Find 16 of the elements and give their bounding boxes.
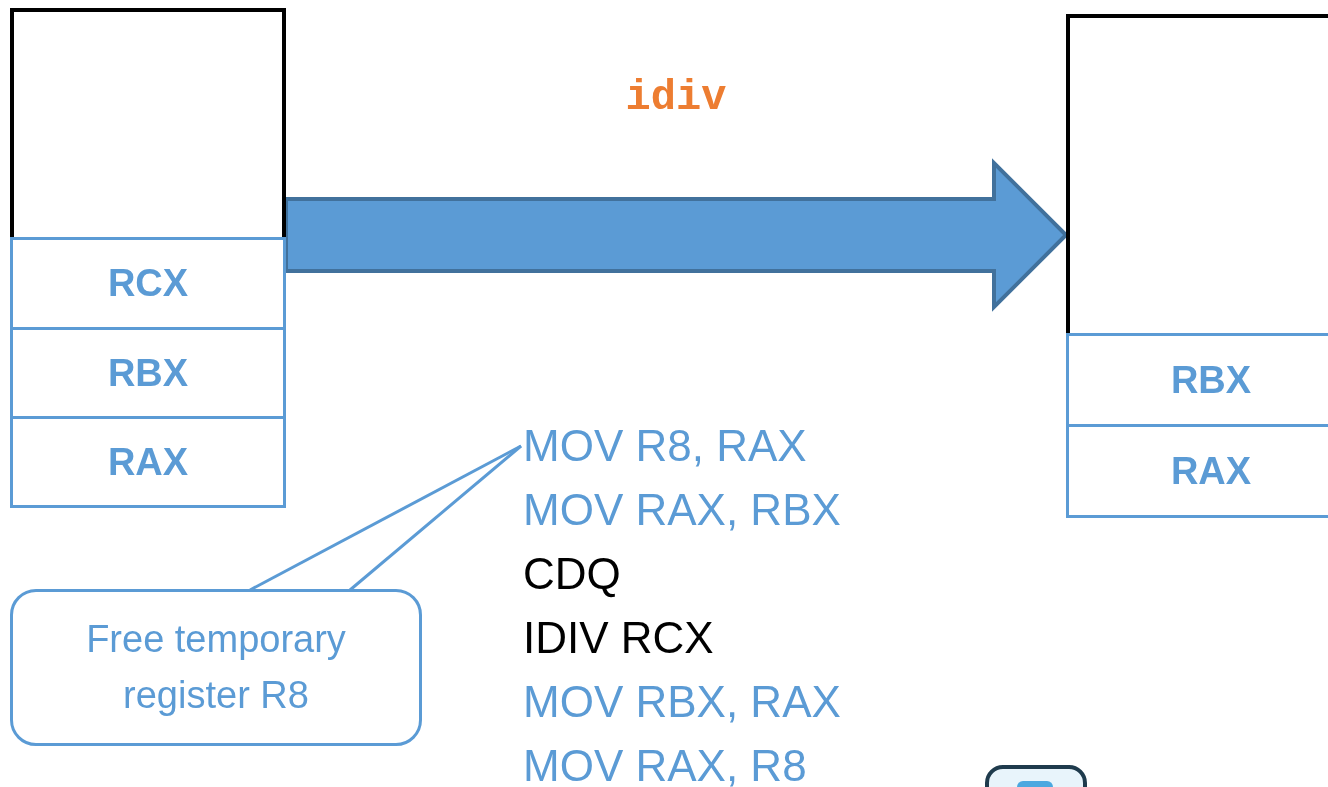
register-slot: RCX <box>10 237 286 330</box>
block-arrow <box>284 158 1069 312</box>
edge-label: idiv <box>625 74 727 122</box>
register-slot: RBX <box>10 327 286 419</box>
register-slot: RBX <box>1066 333 1328 427</box>
code-line: MOV RAX, R8 <box>523 744 807 787</box>
stack-frame <box>1066 14 1328 518</box>
register-slot: RAX <box>1066 424 1328 518</box>
code-line: CDQ <box>523 552 621 596</box>
code-line: MOV RAX, RBX <box>523 488 841 532</box>
callout-bubble: Free temporary register R8 <box>10 589 422 746</box>
code-line: MOV RBX, RAX <box>523 680 841 724</box>
code-line: IDIV RCX <box>523 616 714 660</box>
code-line: MOV R8, RAX <box>523 424 807 468</box>
register-slot: RAX <box>10 416 286 508</box>
stack-frame <box>10 8 286 508</box>
